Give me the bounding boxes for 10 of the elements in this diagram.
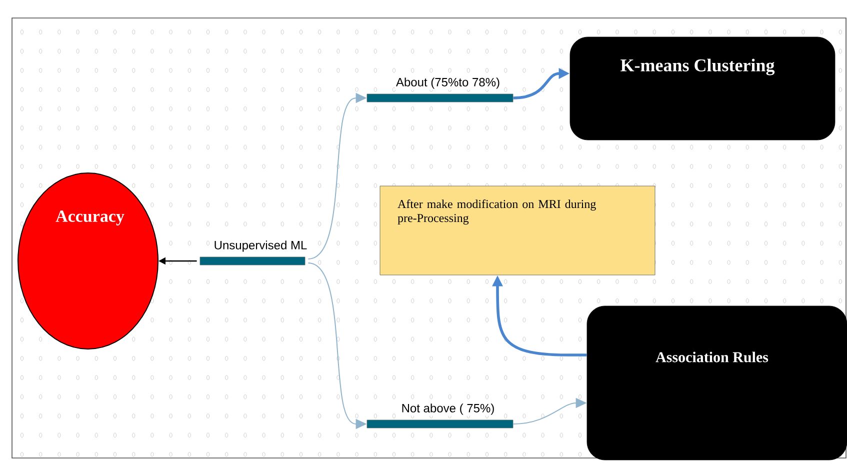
note-box: After make modification on MRI during pre-Processing — [380, 186, 656, 276]
circle-node: Accuracy — [18, 172, 158, 350]
process-box: K-means Clustering — [570, 36, 836, 140]
node-label: Not above ( 75%) — [402, 404, 494, 415]
bar-node: About (75%to 78%) — [366, 76, 514, 102]
process-box: Association Rules — [586, 306, 847, 460]
bar-node: Unsupervised ML — [200, 240, 308, 266]
bar-node: Not above ( 75%) — [366, 402, 514, 428]
node-label: About (75%to 78%) — [396, 78, 500, 89]
node-label: Unsupervised ML — [214, 240, 307, 252]
